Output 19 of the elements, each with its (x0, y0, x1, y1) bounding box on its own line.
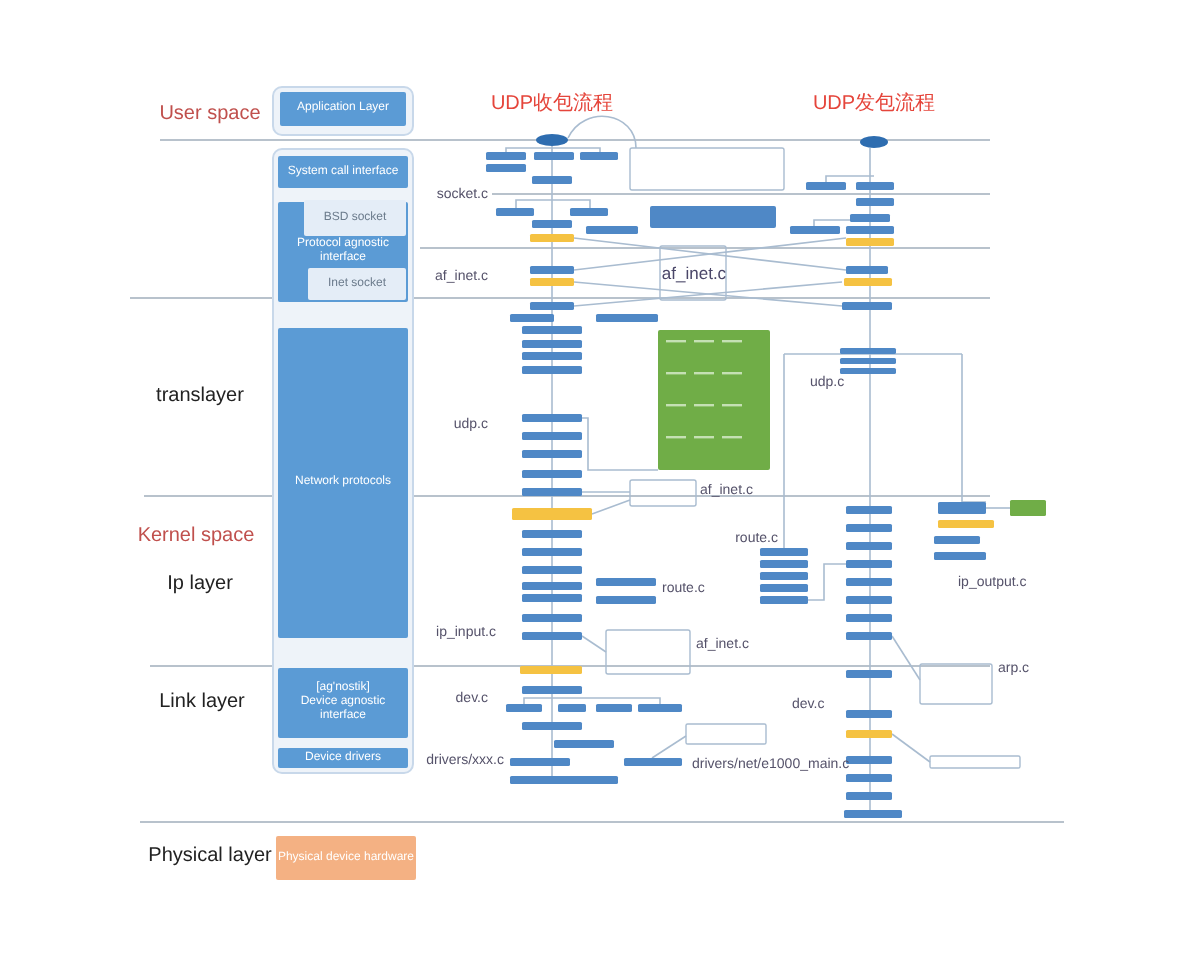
space-label: Kernel space (137, 525, 255, 547)
socket-box (304, 200, 406, 236)
interface-box (278, 202, 408, 302)
space-label: User space (159, 103, 261, 125)
flow-title: UDP发包流程 (812, 93, 936, 115)
socket-box (308, 268, 406, 300)
hardware-box (276, 836, 416, 880)
layer-box (278, 668, 408, 738)
layer-panel (272, 148, 414, 774)
layer-panel (272, 86, 414, 136)
flow-title: UDP收包流程 (490, 93, 614, 115)
layer-box (278, 156, 408, 188)
layer-box (278, 748, 408, 768)
layer-box (280, 92, 406, 126)
file-label: af_inet.c (661, 264, 727, 284)
layer-box (278, 328, 408, 638)
layer-label: Link layer (159, 691, 245, 713)
layer-label: translayer (156, 385, 244, 407)
layer-label: Ip layer (167, 573, 233, 595)
